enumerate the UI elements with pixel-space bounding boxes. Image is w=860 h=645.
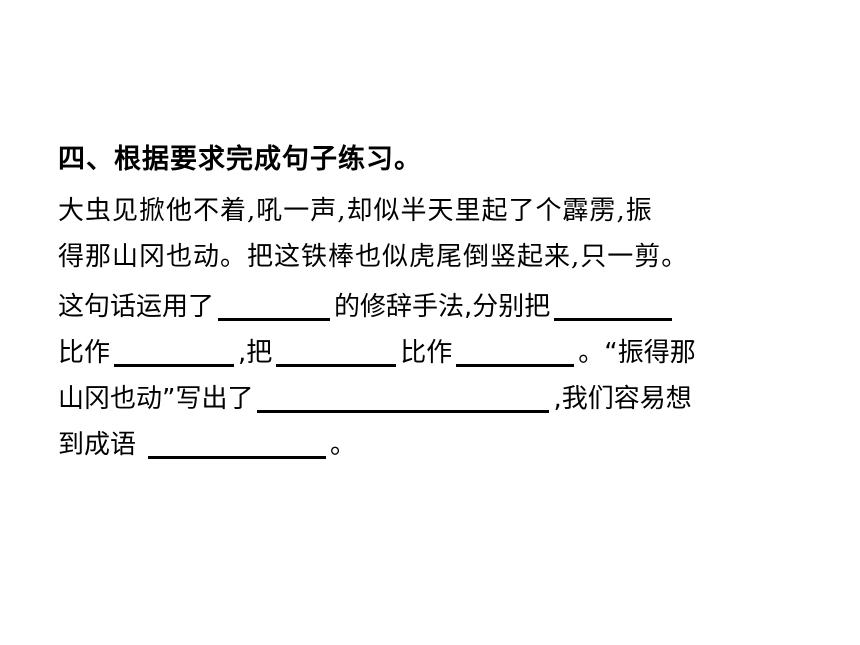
exercise-heading: 四、根据要求完成句子练习。 bbox=[58, 144, 422, 175]
answer-blank-idiom[interactable] bbox=[148, 430, 327, 459]
answer-blank-object-2[interactable] bbox=[276, 338, 397, 367]
question-line-2: 比作 ,把 比作 。“振得那 bbox=[58, 330, 818, 376]
quoted-passage: 大虫见掀他不着,吼一声,却似半天里起了个霹雳,振 得那山冈也动。把这铁棒也似虎尾… bbox=[58, 188, 848, 280]
question-text-segment: 比作 bbox=[58, 338, 111, 368]
question-text-segment: 。 bbox=[330, 430, 357, 460]
passage-line-1: 大虫见掀他不着,吼一声,却似半天里起了个霹雳,振 bbox=[58, 196, 653, 226]
answer-blank-object-1[interactable] bbox=[554, 292, 673, 321]
question-text: 这句话运用了 的修辞手法,分别把 比作 ,把 比作 。“振得那 山冈也动”写出了 ,我们容… bbox=[58, 284, 818, 468]
question-line-4: 到成语 。 bbox=[58, 422, 818, 468]
question-text-segment: 的修辞手法,分别把 bbox=[334, 292, 551, 322]
question-text-segment: 。“振得那 bbox=[578, 338, 696, 368]
answer-blank-compared-1[interactable] bbox=[114, 338, 235, 367]
question-text-segment: 到成语 bbox=[58, 430, 137, 460]
answer-blank-effect[interactable] bbox=[257, 384, 550, 413]
answer-blank-rhetoric[interactable] bbox=[218, 292, 331, 321]
passage-line-2: 得那山冈也动。把这铁棒也似虎尾倒竖起来,只一剪。 bbox=[58, 242, 689, 272]
question-text-segment: 山冈也动”写出了 bbox=[58, 384, 254, 414]
question-text-segment: 比作 bbox=[400, 338, 453, 368]
question-line-1: 这句话运用了 的修辞手法,分别把 bbox=[58, 284, 818, 330]
question-text-segment: ,把 bbox=[238, 338, 273, 368]
question-text-segment: ,我们容易想 bbox=[553, 384, 692, 414]
question-line-3: 山冈也动”写出了 ,我们容易想 bbox=[58, 376, 818, 422]
question-text-segment: 这句话运用了 bbox=[58, 292, 215, 322]
answer-blank-compared-2[interactable] bbox=[456, 338, 575, 367]
